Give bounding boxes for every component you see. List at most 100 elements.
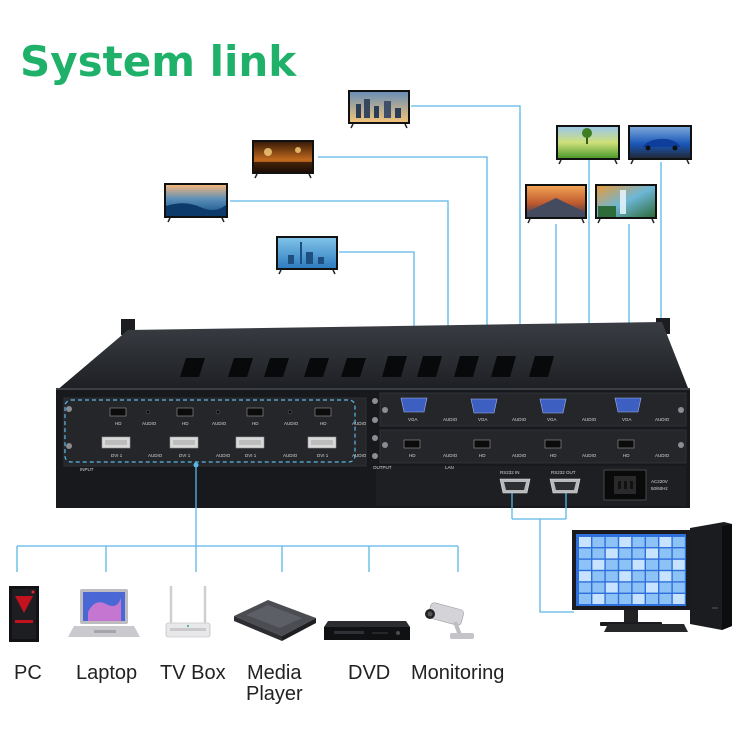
vga-port-icon: VGA AUDIO (614, 397, 670, 422)
monitor-tile (632, 559, 645, 570)
monitor-tile (646, 537, 658, 547)
monitor-tile (579, 537, 591, 547)
wire-display-2 (318, 156, 488, 398)
input-dvi-label: DVI 1 (179, 453, 191, 458)
source-label-pc: PC (14, 662, 42, 684)
monitor-tile (632, 594, 645, 604)
hdmi-port-icon: HD AUDIO (314, 407, 367, 426)
output-vga-label: VGA (622, 417, 632, 422)
monitor-tile (579, 594, 591, 604)
monitor-tile (592, 559, 605, 570)
audio-label: AUDIO (512, 417, 527, 422)
monitor-tile (659, 548, 672, 559)
monitor-tile (579, 559, 591, 570)
monitor-tile (659, 537, 672, 547)
audio-label: AUDIO (352, 421, 367, 426)
power-rating-label: AC220V (651, 479, 668, 484)
monitor-tile (672, 594, 685, 604)
security-camera-icon (425, 602, 474, 639)
audio-label: AUDIO (216, 453, 231, 458)
monitor-tile (672, 548, 685, 559)
vga-port-icon: VGA AUDIO (400, 397, 458, 422)
monitor-tile (592, 571, 605, 582)
rs232-in-label: RS232 IN (500, 470, 520, 475)
monitor-tile (605, 559, 618, 570)
input-hd-label: HD (182, 421, 189, 426)
tv-sunset-city-icon (525, 184, 587, 224)
audio-label: AUDIO (284, 421, 299, 426)
output-section-label: OUTPUT (373, 465, 392, 470)
tv-green-field-icon (556, 125, 620, 165)
dvi-port-icon: DVI 1 AUDIO (101, 436, 163, 458)
monitor-tile (619, 537, 632, 547)
rs232-out-port: RS232 OUT (549, 470, 581, 494)
vent-slots (180, 356, 554, 377)
monitor-tile (646, 571, 658, 582)
monitor-tile (592, 548, 605, 559)
diagram-title: System link (20, 37, 297, 86)
hdmi-port-icon: HD AUDIO (109, 407, 157, 426)
input-hd-label: HD (115, 421, 122, 426)
monitor-tile (646, 559, 658, 570)
audio-label: AUDIO (283, 453, 298, 458)
output-hd-label: HD (409, 453, 416, 458)
power-frequency-label: 50/60Hz (651, 486, 669, 491)
hdmi-port-icon: HD AUDIO (617, 439, 670, 458)
dvi-port-icon: DVI 1 AUDIO (169, 436, 231, 458)
monitor-tile (579, 548, 591, 559)
output-vga-label: VGA (478, 417, 488, 422)
source-label-monitoring: Monitoring (411, 662, 504, 684)
hdmi-port-icon: HD AUDIO (176, 407, 227, 426)
tv-city-skyline-icon (348, 90, 410, 129)
monitor-tile (632, 582, 645, 593)
audio-label: AUDIO (582, 453, 597, 458)
hdmi-port-icon: HD AUDIO (544, 439, 597, 458)
vga-port-icon: VGA AUDIO (539, 398, 597, 422)
monitor-tile (659, 594, 672, 604)
monitor-tile (605, 582, 618, 593)
control-computer-icon (572, 522, 732, 632)
dvi-port-icon: DVI 1 AUDIO (307, 436, 367, 458)
monitor-tile (619, 548, 632, 559)
dvi-port-icon: DVI 1 AUDIO (235, 436, 298, 458)
output-vga-label: VGA (547, 417, 557, 422)
source-label-dvd: DVD (348, 662, 390, 684)
audio-label: AUDIO (142, 421, 157, 426)
monitor-tile (605, 571, 618, 582)
tv-blue-car-icon (628, 125, 692, 165)
input-hd-ports: HD AUDIO HD AUDIO HD AUDIO HD AUDIO (109, 407, 367, 426)
input-dvi-label: DVI 1 (317, 453, 329, 458)
output-hd-label: HD (623, 453, 630, 458)
output-hd-label: HD (550, 453, 557, 458)
rs232-out-label: RS232 OUT (551, 470, 576, 475)
monitor-tile (605, 594, 618, 604)
tv-city-blue-icon (276, 236, 338, 275)
monitor-tile (605, 537, 618, 547)
power-socket-icon: AC220V 50/60Hz (603, 469, 669, 501)
input-wires (16, 462, 459, 572)
audio-label: AUDIO (443, 417, 458, 422)
vga-port-icon: VGA AUDIO (470, 398, 527, 422)
matrix-switcher-device: HD AUDIO HD AUDIO HD AUDIO HD AUDIO (56, 318, 690, 508)
audio-label: AUDIO (655, 417, 670, 422)
hdmi-port-icon: HD AUDIO (473, 439, 527, 458)
audio-label: AUDIO (582, 417, 597, 422)
lan-label: LAN (445, 465, 454, 470)
laptop-icon (68, 589, 140, 637)
output-wires (230, 105, 662, 438)
monitor-tile (659, 582, 672, 593)
tv-box-icon (165, 586, 211, 638)
tv-ocean-icon (164, 183, 228, 223)
monitor-tile (672, 559, 685, 570)
input-hd-label: HD (320, 421, 327, 426)
audio-label: AUDIO (352, 453, 367, 458)
input-dvi-label: DVI 1 (245, 453, 257, 458)
control-wires (511, 493, 574, 613)
pc-tower-icon (9, 586, 39, 642)
monitor-tile (579, 582, 591, 593)
source-label-player: Player (246, 683, 303, 705)
audio-label: AUDIO (512, 453, 527, 458)
monitor-tile (579, 571, 591, 582)
hdmi-port-icon: HD AUDIO (246, 407, 299, 426)
